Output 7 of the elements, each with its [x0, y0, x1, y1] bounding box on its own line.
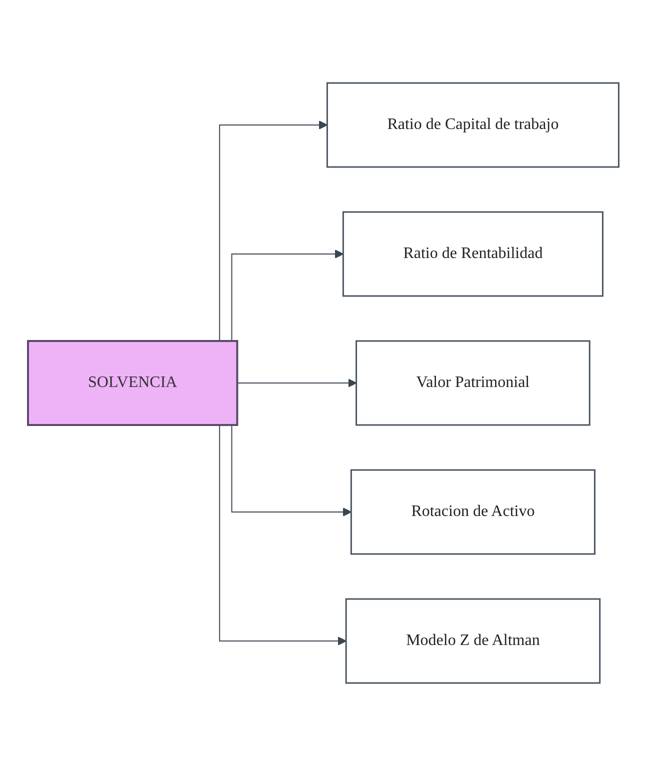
node-box: Rotacion de Activo	[350, 469, 596, 555]
node-box: SOLVENCIA	[26, 340, 238, 426]
node-box: Valor Patrimonial	[355, 340, 590, 426]
node-box: Ratio de Rentabilidad	[342, 211, 604, 297]
node-box: Ratio de Capital de trabajo	[326, 82, 620, 168]
arrow	[236, 378, 356, 388]
node-box: Modelo Z de Altman	[344, 598, 600, 684]
